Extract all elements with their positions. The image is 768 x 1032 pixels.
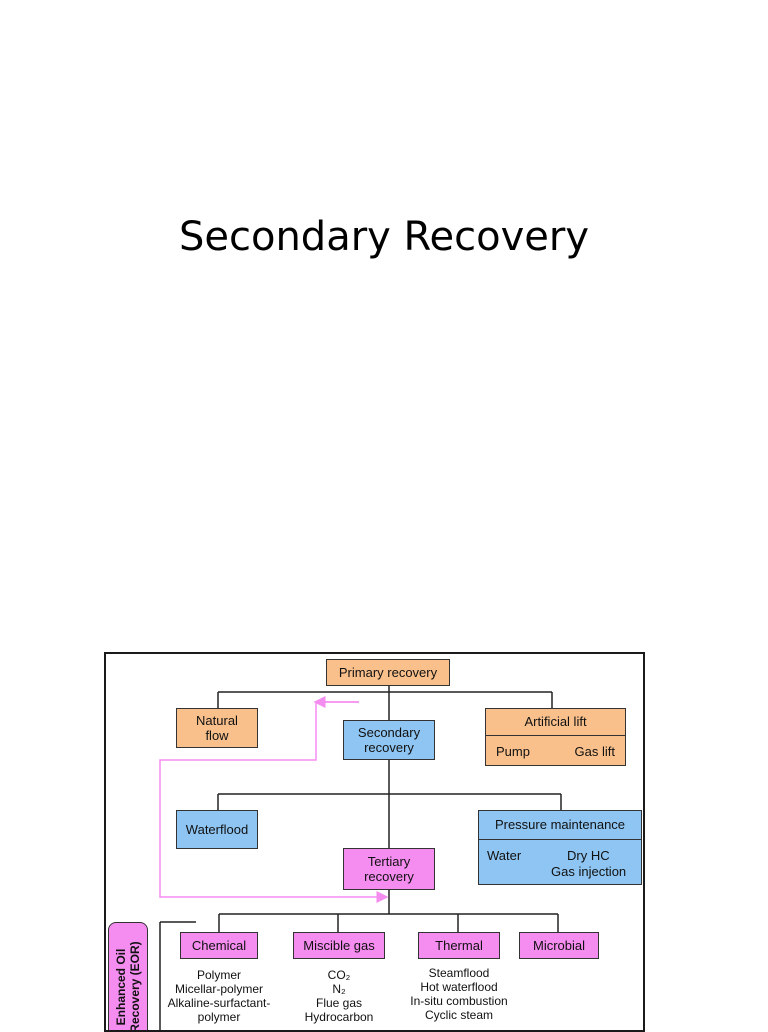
thermal-item: Steamflood	[428, 966, 490, 980]
chemical-list: Polymer Micellar-polymer Alkaline-surfac…	[156, 968, 282, 1024]
artificial-lift-title: Artificial lift	[486, 709, 625, 736]
eor-label-line1: Enhanced Oil	[114, 948, 128, 1026]
chemical-item: Micellar-polymer	[174, 982, 263, 996]
miscible-gas-item: Flue gas	[315, 996, 363, 1010]
thermal-item: Cyclic steam	[424, 1008, 493, 1022]
thermal-item: Hot waterflood	[420, 980, 498, 994]
secondary-line1: Secondary	[357, 725, 421, 740]
tertiary-line2: recovery	[364, 869, 414, 884]
tertiary-line1: Tertiary	[367, 854, 411, 869]
natural-flow-box: Natural flow	[176, 708, 258, 748]
secondary-recovery-box: Secondary recovery	[343, 720, 435, 760]
slide-title: Secondary Recovery	[178, 214, 590, 260]
miscible-gas-list: CO₂ N₂ Flue gas Hydrocarbon	[288, 968, 390, 1024]
chemical-label: Chemical	[191, 938, 247, 953]
thermal-label: Thermal	[435, 938, 483, 953]
miscible-gas-box: Miscible gas	[293, 932, 385, 959]
chemical-item: Alkaline-surfactant-	[167, 996, 271, 1010]
pm-dry-hc-label: Dry HC	[567, 848, 610, 863]
miscible-gas-item: N₂	[332, 982, 346, 996]
miscible-gas-item: Hydrocarbon	[304, 1010, 374, 1024]
natural-flow-line1: Natural	[196, 713, 238, 728]
thermal-box: Thermal	[418, 932, 500, 959]
recovery-flowchart: Primary recovery Natural flow Secondary …	[104, 652, 645, 1032]
pm-gas-injection-label: Gas injection	[551, 864, 627, 879]
pressure-maintenance-title: Pressure maintenance	[479, 811, 641, 840]
eor-label: Enhanced Oil Recovery (EOR)	[114, 922, 142, 1032]
pm-water-label: Water	[487, 848, 522, 863]
connector-lines	[159, 686, 562, 1030]
secondary-line2: recovery	[364, 740, 414, 755]
primary-recovery-label: Primary recovery	[338, 665, 438, 680]
chemical-item: polymer	[197, 1010, 241, 1024]
primary-recovery-box: Primary recovery	[326, 659, 450, 686]
eor-box	[108, 922, 148, 1030]
thermal-item: In-situ combustion	[410, 994, 508, 1008]
pressure-maintenance-box: Pressure maintenance Water Dry HC Gas in…	[478, 810, 642, 885]
gas-lift-label: Gas lift	[574, 744, 615, 759]
chemical-item: Polymer	[196, 968, 241, 982]
natural-flow-line2: flow	[205, 728, 229, 743]
pump-label: Pump	[496, 744, 530, 759]
eor-label-line2: Recovery (EOR)	[128, 941, 142, 1032]
waterflood-label: Waterflood	[185, 822, 249, 837]
miscible-gas-label: Miscible gas	[303, 938, 375, 953]
microbial-box: Microbial	[519, 932, 599, 959]
chemical-box: Chemical	[180, 932, 258, 959]
thermal-list: Steamflood Hot waterflood In-situ combus…	[398, 966, 520, 1022]
tertiary-recovery-box: Tertiary recovery	[343, 848, 435, 890]
waterflood-box: Waterflood	[176, 810, 258, 849]
artificial-lift-box: Artificial lift Pump Gas lift	[485, 708, 626, 766]
microbial-label: Microbial	[532, 938, 585, 953]
miscible-gas-item: CO₂	[327, 968, 351, 982]
